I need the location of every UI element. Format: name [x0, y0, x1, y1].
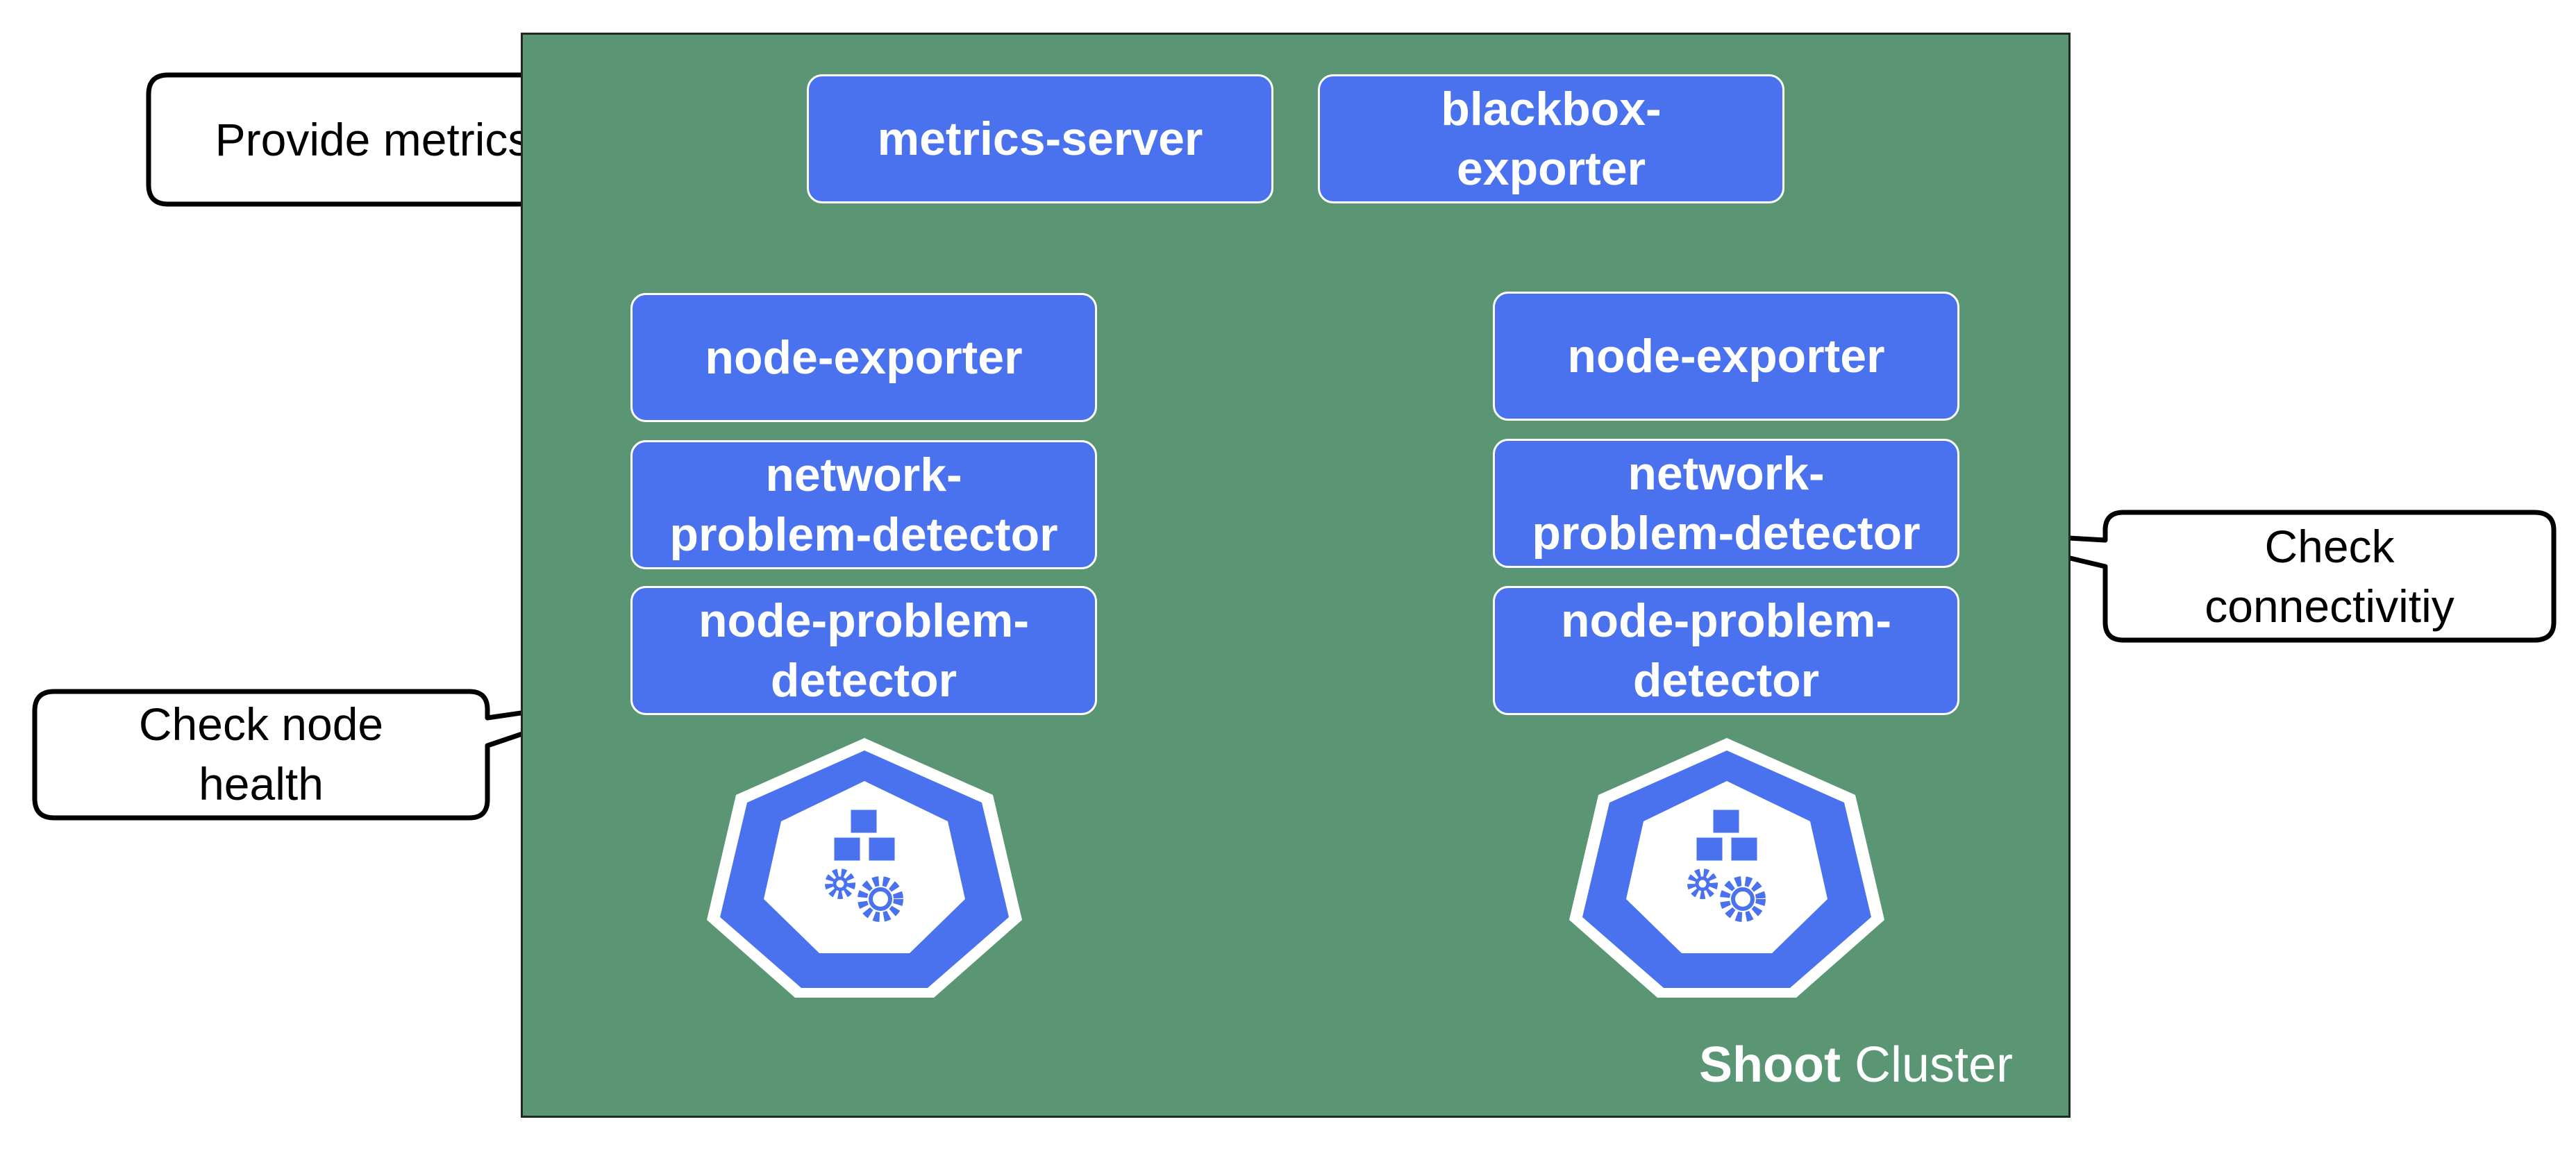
right-network-problem-detector-box: network- problem-detector: [1493, 439, 1959, 568]
left-node-problem-detector-box: node-problem- detector: [630, 586, 1097, 715]
check-node-health-callout: [32, 689, 633, 821]
gears-icon: [1687, 869, 1766, 922]
left-network-problem-detector-label: network- problem-detector: [669, 448, 1058, 561]
check-node-health-text: Check node health: [138, 698, 384, 810]
cluster-label-strong: Shoot: [1698, 1037, 1841, 1093]
check-connectivity-callout: [1957, 510, 2557, 643]
left-node-problem-detector-label: node-problem- detector: [699, 594, 1029, 707]
heptagon-outer: [1569, 738, 1884, 998]
blackbox-exporter-label: blackbox- exporter: [1441, 83, 1662, 195]
right-node-problem-detector-box: node-problem- detector: [1493, 586, 1959, 715]
right-node-exporter-label: node-exporter: [1567, 330, 1885, 383]
provide-metrics-text: Provide metrics: [215, 114, 531, 165]
left-node-exporter-label: node-exporter: [705, 331, 1023, 384]
gears-icon: [825, 869, 903, 922]
cluster-label: Shoot Cluster: [1699, 1037, 2013, 1093]
right-network-problem-detector-label: network- problem-detector: [1532, 447, 1921, 560]
cluster-label-rest: Cluster: [1840, 1037, 2013, 1093]
check-connectivity-text: Check connectivitiy: [2205, 521, 2454, 632]
cubes-icon: [1694, 807, 1759, 863]
left-network-problem-detector-box: network- problem-detector: [630, 440, 1097, 569]
right-kubernetes-node-icon: [1569, 738, 1884, 998]
heptagon-outer: [707, 738, 1022, 998]
metrics-server-box: metrics-server: [807, 74, 1273, 203]
left-node-exporter-box: node-exporter: [630, 293, 1097, 422]
cubes-icon: [832, 807, 897, 863]
left-kubernetes-node-icon: [707, 738, 1022, 998]
blackbox-exporter-box: blackbox- exporter: [1318, 74, 1784, 203]
metrics-server-label: metrics-server: [877, 112, 1203, 165]
right-node-problem-detector-label: node-problem- detector: [1561, 594, 1891, 707]
right-node-exporter-box: node-exporter: [1493, 292, 1959, 421]
